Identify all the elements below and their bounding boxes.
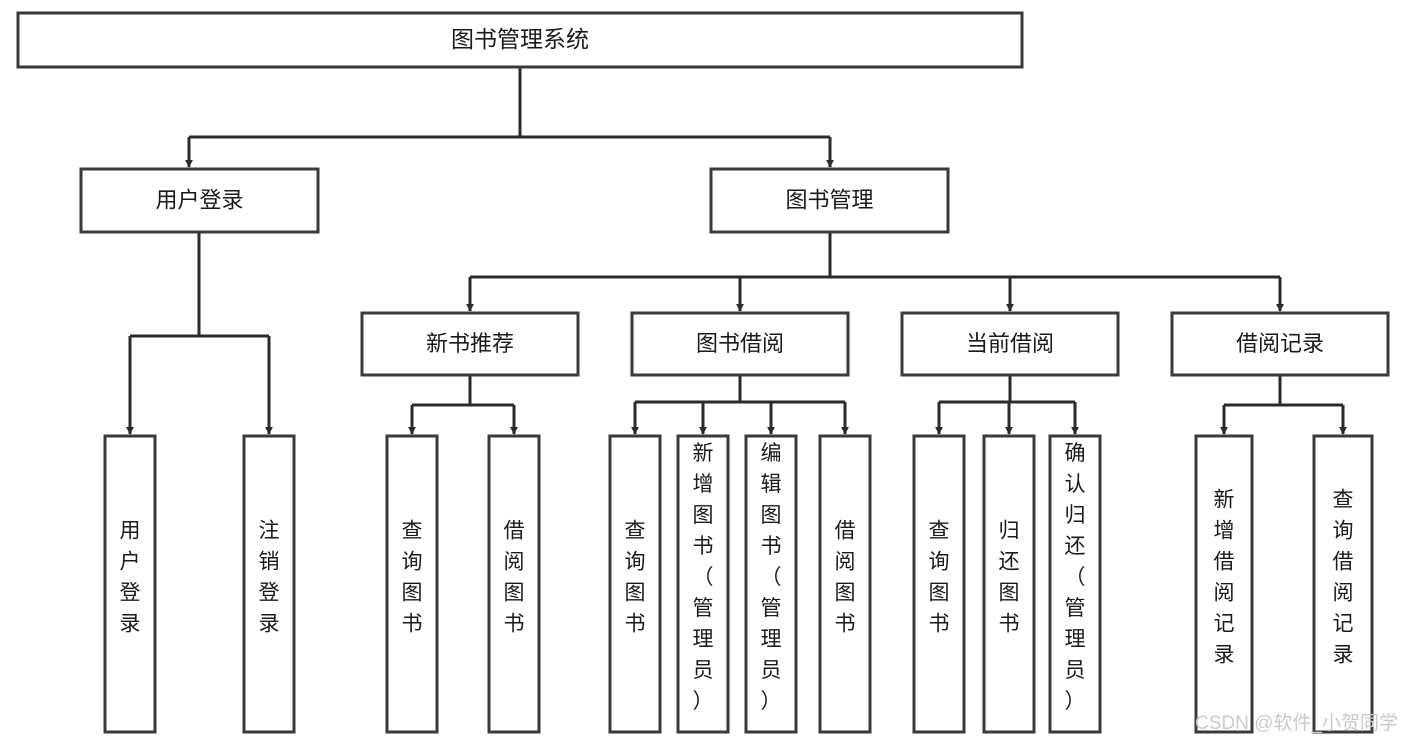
node-leaf-user-login-box[interactable] (103, 434, 157, 734)
node-label-leaf-query-book-recommend: 查询图书 (402, 520, 423, 636)
node-leaf-confirm-return-admin-box[interactable] (1048, 434, 1102, 734)
node-leaf-add-borrow-record[interactable]: 新增借阅记录 (1194, 434, 1254, 734)
vertical-paren-glyph: ） (761, 690, 782, 713)
node-book-borrow[interactable]: 图书借阅 (630, 311, 850, 377)
node-label-new-book-recommend: 新书推荐 (426, 331, 514, 356)
node-book-management-box[interactable] (709, 167, 950, 234)
node-label-book-borrow: 图书借阅 (696, 331, 784, 356)
node-leaf-query-book-borrow-box[interactable] (608, 434, 662, 734)
node-new-book-recommend-box[interactable] (360, 311, 580, 377)
node-leaf-query-book-recommend[interactable]: 查询图书 (385, 434, 439, 734)
node-label-leaf-edit-book-admin: 编辑图书（管理员） (761, 442, 782, 713)
connector-current-to-leaves (935, 375, 1079, 435)
vertical-paren-glyph: （ (693, 566, 714, 589)
node-leaf-logout-box[interactable] (242, 434, 296, 734)
node-book-management[interactable]: 图书管理 (709, 167, 950, 234)
node-label-current-borrow: 当前借阅 (966, 331, 1054, 356)
node-leaf-edit-book-admin-box[interactable] (744, 434, 798, 734)
connector-recommend-to-leaves (408, 375, 518, 435)
node-label-leaf-borrow-book: 借阅图书 (835, 520, 856, 636)
node-leaf-query-book-current-box[interactable] (912, 434, 966, 734)
node-leaf-query-book-recommend-box[interactable] (385, 434, 439, 734)
vertical-paren-glyph: （ (1065, 566, 1086, 589)
vertical-paren-glyph: （ (761, 566, 782, 589)
connector-record-to-leaves (1220, 375, 1347, 435)
node-leaf-add-borrow-record-box[interactable] (1194, 434, 1254, 734)
node-label-leaf-add-book-admin: 新增图书（管理员） (693, 442, 714, 713)
node-leaf-borrow-book-recommend[interactable]: 借阅图书 (487, 434, 541, 734)
node-current-borrow[interactable]: 当前借阅 (900, 311, 1120, 377)
node-label-leaf-add-borrow-record: 新增借阅记录 (1214, 489, 1235, 667)
node-label-leaf-user-login: 用户登录 (120, 520, 141, 636)
nodes-layer: 图书管理系统用户登录图书管理新书推荐图书借阅当前借阅借阅记录用户登录注销登录查询… (16, 11, 1390, 734)
node-current-borrow-box[interactable] (900, 311, 1120, 377)
node-leaf-confirm-return-admin[interactable]: 确认归还（管理员） (1048, 434, 1102, 734)
node-leaf-add-book-admin-box[interactable] (676, 434, 730, 734)
connector-root-to-level2 (185, 67, 834, 168)
node-root-box[interactable] (16, 11, 1024, 69)
node-leaf-borrow-book-recommend-box[interactable] (487, 434, 541, 734)
node-leaf-add-book-admin[interactable]: 新增图书（管理员） (676, 434, 730, 734)
node-label-leaf-query-book-current: 查询图书 (929, 520, 950, 636)
node-leaf-query-book-current[interactable]: 查询图书 (912, 434, 966, 734)
node-root[interactable]: 图书管理系统 (16, 11, 1024, 69)
node-label-root: 图书管理系统 (451, 26, 589, 52)
node-leaf-borrow-book-box[interactable] (818, 434, 872, 734)
node-borrow-record-box[interactable] (1170, 311, 1390, 377)
node-leaf-return-book-box[interactable] (982, 434, 1036, 734)
connector-user-login-to-leaves (126, 232, 273, 435)
node-user-login-box[interactable] (79, 167, 320, 234)
node-leaf-borrow-book[interactable]: 借阅图书 (818, 434, 872, 734)
node-leaf-edit-book-admin[interactable]: 编辑图书（管理员） (744, 434, 798, 734)
node-leaf-query-borrow-record[interactable]: 查询借阅记录 (1312, 434, 1374, 734)
node-leaf-query-borrow-record-box[interactable] (1312, 434, 1374, 734)
node-label-leaf-query-borrow-record: 查询借阅记录 (1333, 489, 1354, 667)
node-label-book-management: 图书管理 (785, 187, 873, 212)
connector-borrow-to-leaves (631, 375, 849, 435)
node-leaf-query-book-borrow[interactable]: 查询图书 (608, 434, 662, 734)
node-user-login[interactable]: 用户登录 (79, 167, 320, 234)
connector-book-management-to-level3 (466, 232, 1284, 312)
connector-lines (126, 67, 1347, 435)
node-leaf-user-login[interactable]: 用户登录 (103, 434, 157, 734)
node-new-book-recommend[interactable]: 新书推荐 (360, 311, 580, 377)
node-label-user-login: 用户登录 (155, 187, 243, 212)
node-label-borrow-record: 借阅记录 (1236, 331, 1324, 356)
node-borrow-record[interactable]: 借阅记录 (1170, 311, 1390, 377)
node-label-leaf-return-book: 归还图书 (999, 520, 1020, 636)
vertical-paren-glyph: ） (693, 690, 714, 713)
csdn-watermark: CSDN @软件_小贺同学 (1195, 712, 1398, 734)
vertical-paren-glyph: ） (1065, 690, 1086, 713)
node-label-leaf-borrow-book-recommend: 借阅图书 (504, 520, 525, 636)
node-leaf-logout[interactable]: 注销登录 (242, 434, 296, 734)
node-label-leaf-query-book-borrow: 查询图书 (625, 520, 646, 636)
node-label-leaf-confirm-return-admin: 确认归还（管理员） (1065, 442, 1086, 713)
node-leaf-return-book[interactable]: 归还图书 (982, 434, 1036, 734)
node-label-leaf-logout: 注销登录 (259, 520, 280, 636)
node-book-borrow-box[interactable] (630, 311, 850, 377)
